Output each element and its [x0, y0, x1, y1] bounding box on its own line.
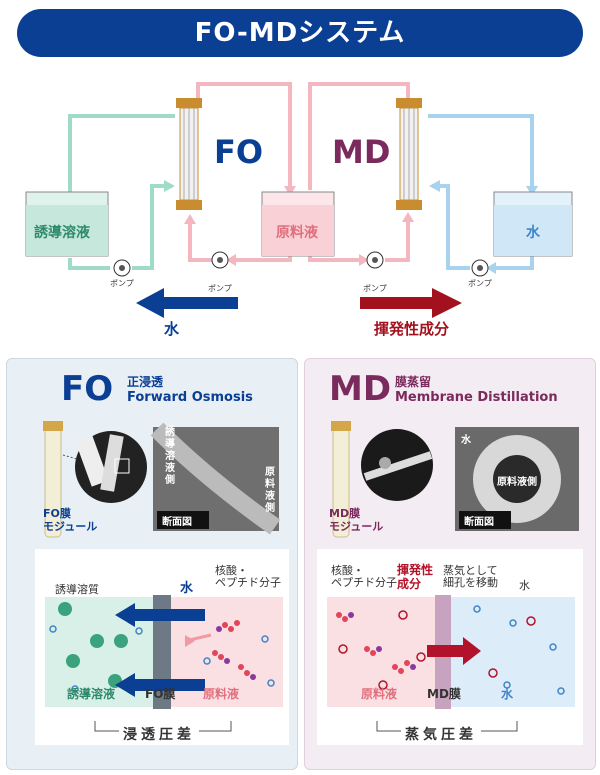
water-tank-label: 水	[526, 225, 540, 241]
fo-module-label: FO膜 モジュール	[43, 507, 98, 533]
fo-membrane-label: FO膜	[145, 687, 176, 701]
arrow-head	[164, 180, 175, 192]
draw-solution-label: 誘導溶液	[34, 225, 90, 241]
section-label: 断面図	[162, 517, 192, 528]
vapor-arrow	[427, 637, 481, 665]
fo-heading: FO	[61, 369, 114, 409]
draw-side-label: 誘導溶液側	[165, 427, 175, 486]
water-direction-arrow	[136, 288, 238, 318]
fo-membrane-images	[43, 421, 281, 538]
pump-label: ポンプ	[110, 279, 134, 288]
fo-module-icon	[176, 98, 202, 210]
fo-water-label: 水	[180, 581, 194, 596]
volatile-arrow-label: 揮発性成分	[374, 320, 450, 338]
fo-en-title: Forward Osmosis	[127, 390, 253, 405]
volatile-direction-arrow	[360, 288, 462, 318]
md-water-corner-label: 水	[461, 435, 471, 446]
md-jp-title: 膜蒸留	[395, 375, 432, 389]
volatile-label: 揮発性 成分	[397, 563, 434, 591]
md-panel: MD 膜蒸留 Membrane Distillation 水 原料液側 断面図 …	[304, 358, 596, 770]
water-tank	[493, 191, 573, 257]
pump-icon	[113, 259, 131, 277]
system-flow-diagram	[25, 82, 573, 318]
arrow-head	[526, 186, 538, 196]
feed-tank	[261, 191, 335, 257]
arrow-head	[359, 254, 369, 266]
md-membrane-label: MD膜	[427, 687, 461, 701]
pump-label: ポンプ	[468, 279, 492, 288]
md-module-icon	[396, 98, 422, 210]
fo-jp-title: 正浸透	[127, 375, 164, 389]
water-arrow-label: 水	[164, 320, 180, 338]
water-flow-arrows	[115, 603, 205, 697]
vapor-label: 蒸気として 細孔を移動	[443, 564, 498, 589]
arrow-head	[284, 186, 296, 196]
draw-solution-tank	[25, 191, 109, 257]
arrow-head	[429, 180, 440, 192]
feed-side-label: 原料液側	[265, 467, 275, 514]
fo-label: FO	[214, 133, 264, 171]
md-module-label: MD膜 モジュール	[329, 507, 384, 533]
page-title: FO-MDシステム	[17, 9, 583, 57]
solute-label: 誘導溶質	[55, 583, 99, 596]
pump-icon	[366, 251, 384, 269]
md-membrane-images	[331, 421, 579, 538]
arrow-head	[184, 214, 196, 224]
pump-icon	[471, 259, 489, 277]
fo-right-zone-label: 原料液	[203, 687, 240, 701]
md-feed-side-label: 原料液側	[497, 477, 537, 488]
fo-panel: FO 正浸透 Forward Osmosis 誘導溶液側 原料液側 断面図 FO…	[6, 358, 298, 770]
vapor-pressure-label: 蒸気圧差	[401, 724, 481, 744]
md-molecules-label: 核酸・ ペプチド分子	[331, 564, 397, 589]
osmotic-pressure-label: 浸透圧差	[119, 724, 199, 744]
fo-left-zone-label: 誘導溶液	[67, 687, 116, 701]
md-section-label: 断面図	[464, 517, 494, 528]
pump-label: ポンプ	[363, 284, 387, 293]
md-mechanism-diagram	[327, 595, 575, 732]
arrow-head	[486, 262, 496, 274]
md-left-zone-label: 原料液	[361, 687, 398, 701]
md-right-zone-label: 水	[501, 687, 514, 701]
pump-icon	[211, 251, 229, 269]
pump-label: ポンプ	[208, 284, 232, 293]
md-label: MD	[332, 133, 391, 171]
draw-solution-loop	[68, 114, 175, 270]
md-heading: MD	[329, 369, 392, 409]
feed-label: 原料液	[276, 225, 318, 241]
md-water-label: 水	[519, 579, 530, 592]
arrow-head	[226, 254, 236, 266]
fo-mechanism-diagram	[45, 595, 283, 732]
arrow-head	[402, 212, 414, 222]
molecules-label: 核酸・ ペプチド分子	[215, 564, 281, 589]
md-en-title: Membrane Distillation	[395, 390, 558, 405]
